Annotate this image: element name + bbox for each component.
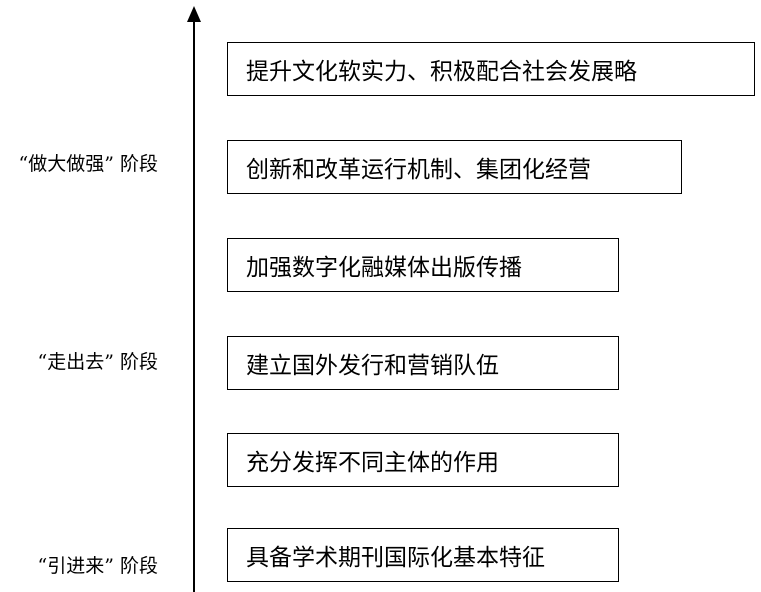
stage-label-grow: “做大做强” 阶段: [18, 153, 158, 175]
progress-axis-arrow: [187, 6, 201, 592]
step-box-5: 充分发挥不同主体的作用: [227, 433, 619, 487]
step-text: 充分发挥不同主体的作用: [246, 450, 499, 476]
step-text: 建立国外发行和营销队伍: [246, 353, 499, 379]
step-box-2: 创新和改革运行机制、集团化经营: [227, 140, 682, 194]
step-text: 加强数字化融媒体出版传播: [246, 255, 522, 281]
stage-label-go-out: “走出去” 阶段: [37, 351, 158, 373]
step-box-3: 加强数字化融媒体出版传播: [227, 238, 619, 292]
step-box-1: 提升文化软实力、积极配合社会发展略: [227, 42, 755, 96]
step-box-6: 具备学术期刊国际化基本特征: [227, 528, 619, 582]
step-text: 创新和改革运行机制、集团化经营: [246, 157, 591, 183]
stage-label-bring-in: “引进来” 阶段: [37, 555, 158, 577]
arrow-head-icon: [187, 6, 201, 22]
step-text: 具备学术期刊国际化基本特征: [246, 545, 545, 571]
step-box-4: 建立国外发行和营销队伍: [227, 336, 619, 390]
step-text: 提升文化软实力、积极配合社会发展略: [246, 59, 637, 85]
